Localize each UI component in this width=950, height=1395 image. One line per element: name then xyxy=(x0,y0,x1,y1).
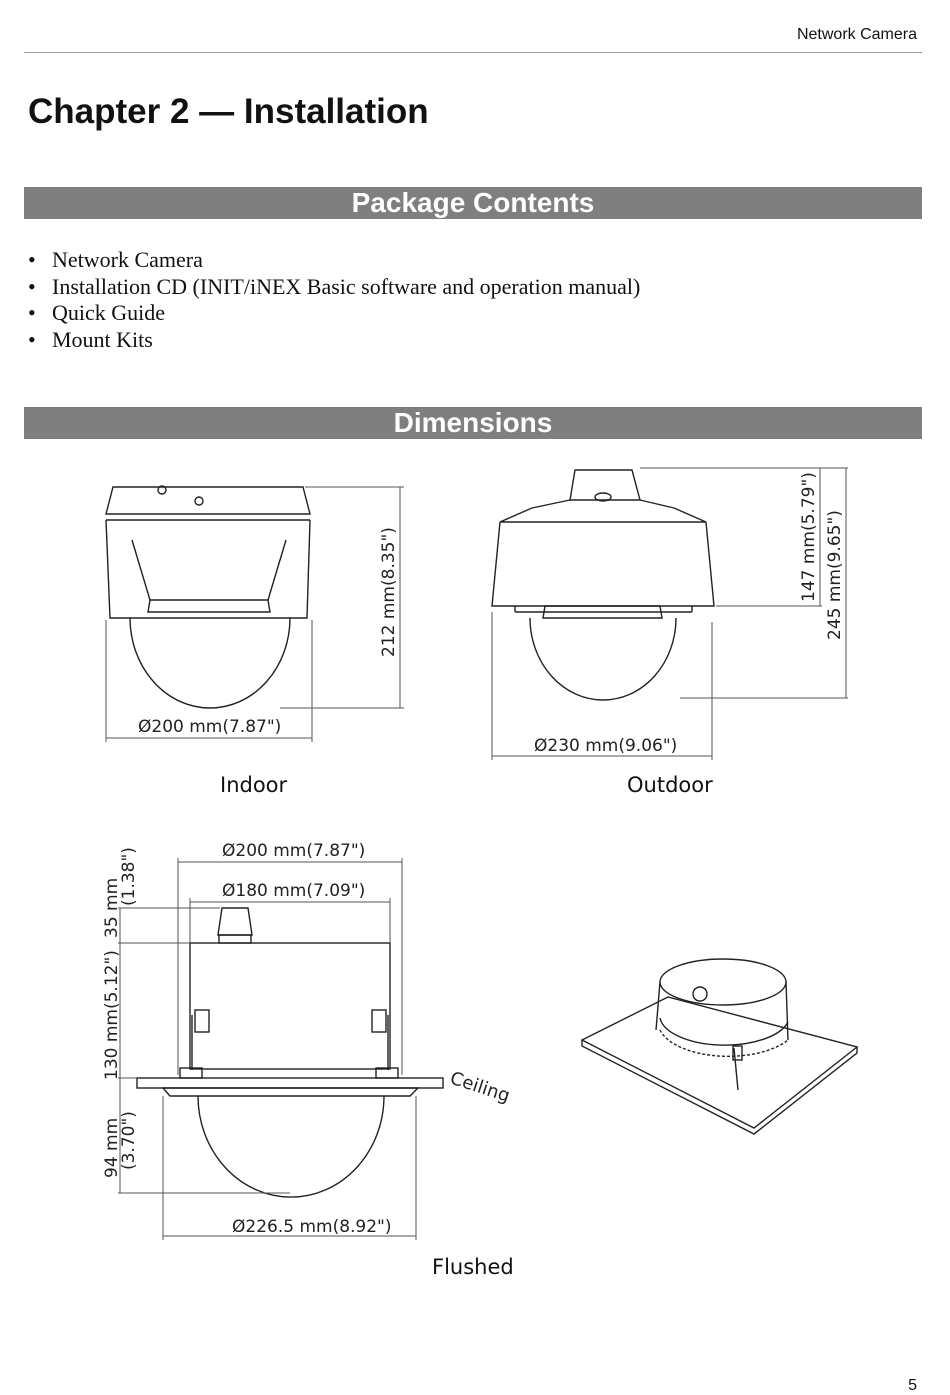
chapter-title: Chapter 2 — Installation xyxy=(28,92,429,131)
flushed-dimension-lines xyxy=(118,858,417,1240)
indoor-camera-outline xyxy=(105,485,311,709)
section-heading-dimensions: Dimensions xyxy=(24,407,922,439)
bullet-icon: • xyxy=(28,326,36,352)
list-item-text: Quick Guide xyxy=(52,300,166,325)
list-item-text: Mount Kits xyxy=(52,326,153,352)
flushed-dome-height-in-label: (3.70") xyxy=(119,1111,139,1170)
flushed-top-height-mm-label: 35 mm xyxy=(102,878,122,938)
flushed-trim-diameter-label: Ø226.5 mm(8.92") xyxy=(232,1217,392,1237)
list-item-text: Installation CD (INIT/iNEX Basic softwar… xyxy=(52,273,641,299)
page-number: 5 xyxy=(908,1377,917,1394)
indoor-diameter-label: Ø200 mm(7.87") xyxy=(138,717,281,737)
ceiling-label: Ceiling xyxy=(447,1068,512,1107)
indoor-dimension-lines xyxy=(105,486,404,742)
outdoor-dimension-lines xyxy=(491,467,848,760)
section-heading-package-contents: Package Contents xyxy=(24,187,922,219)
list-item-text: Network Camera xyxy=(52,247,203,272)
flushed-camera-outline xyxy=(136,907,444,1198)
bullet-icon: • xyxy=(28,273,36,299)
outdoor-camera-drawing: Ø230 mm(9.06") 147 mm(5.79") 245 mm(9.65… xyxy=(491,467,848,760)
flushed-body-height-label: 130 mm(5.12") xyxy=(102,950,122,1080)
flushed-caption: Flushed xyxy=(432,1255,514,1279)
flushed-isometric-outline xyxy=(580,958,859,1135)
outdoor-diameter-label: Ø230 mm(9.06") xyxy=(534,736,677,756)
flushed-inner-diameter-label: Ø180 mm(7.09") xyxy=(222,881,365,901)
outdoor-upper-height-label: 147 mm(5.79") xyxy=(799,472,819,602)
flushed-camera-drawing: Ø200 mm(7.87") Ø180 mm(7.09") 35 mm (1.3… xyxy=(102,841,512,1240)
outdoor-camera-outline xyxy=(491,469,715,701)
bullet-icon: • xyxy=(28,300,36,325)
flushed-isometric-drawing xyxy=(580,958,859,1135)
package-contents-list: • Network Camera • Installation CD (INIT/i… xyxy=(28,247,640,353)
flushed-outer-diameter-label: Ø200 mm(7.87") xyxy=(222,841,365,861)
header-rule xyxy=(24,52,922,53)
running-header: Network Camera xyxy=(796,26,917,43)
flushed-top-height-in-label: (1.38") xyxy=(119,847,139,906)
indoor-height-label: 212 mm(8.35") xyxy=(379,527,399,657)
outdoor-caption: Outdoor xyxy=(627,773,713,797)
list-item: • Installation CD (INIT/iNEX Basic softwa… xyxy=(28,274,640,301)
indoor-caption: Indoor xyxy=(220,773,288,797)
list-item: • Network Camera xyxy=(28,247,640,274)
bullet-icon: • xyxy=(28,247,36,272)
outdoor-total-height-label: 245 mm(9.65") xyxy=(825,510,845,640)
flushed-dome-height-mm-label: 94 mm xyxy=(102,1118,122,1178)
list-item: • Quick Guide xyxy=(28,300,640,327)
indoor-camera-drawing: Ø200 mm(7.87") 212 mm(8.35") xyxy=(105,485,404,742)
list-item: • Mount Kits xyxy=(28,327,640,354)
